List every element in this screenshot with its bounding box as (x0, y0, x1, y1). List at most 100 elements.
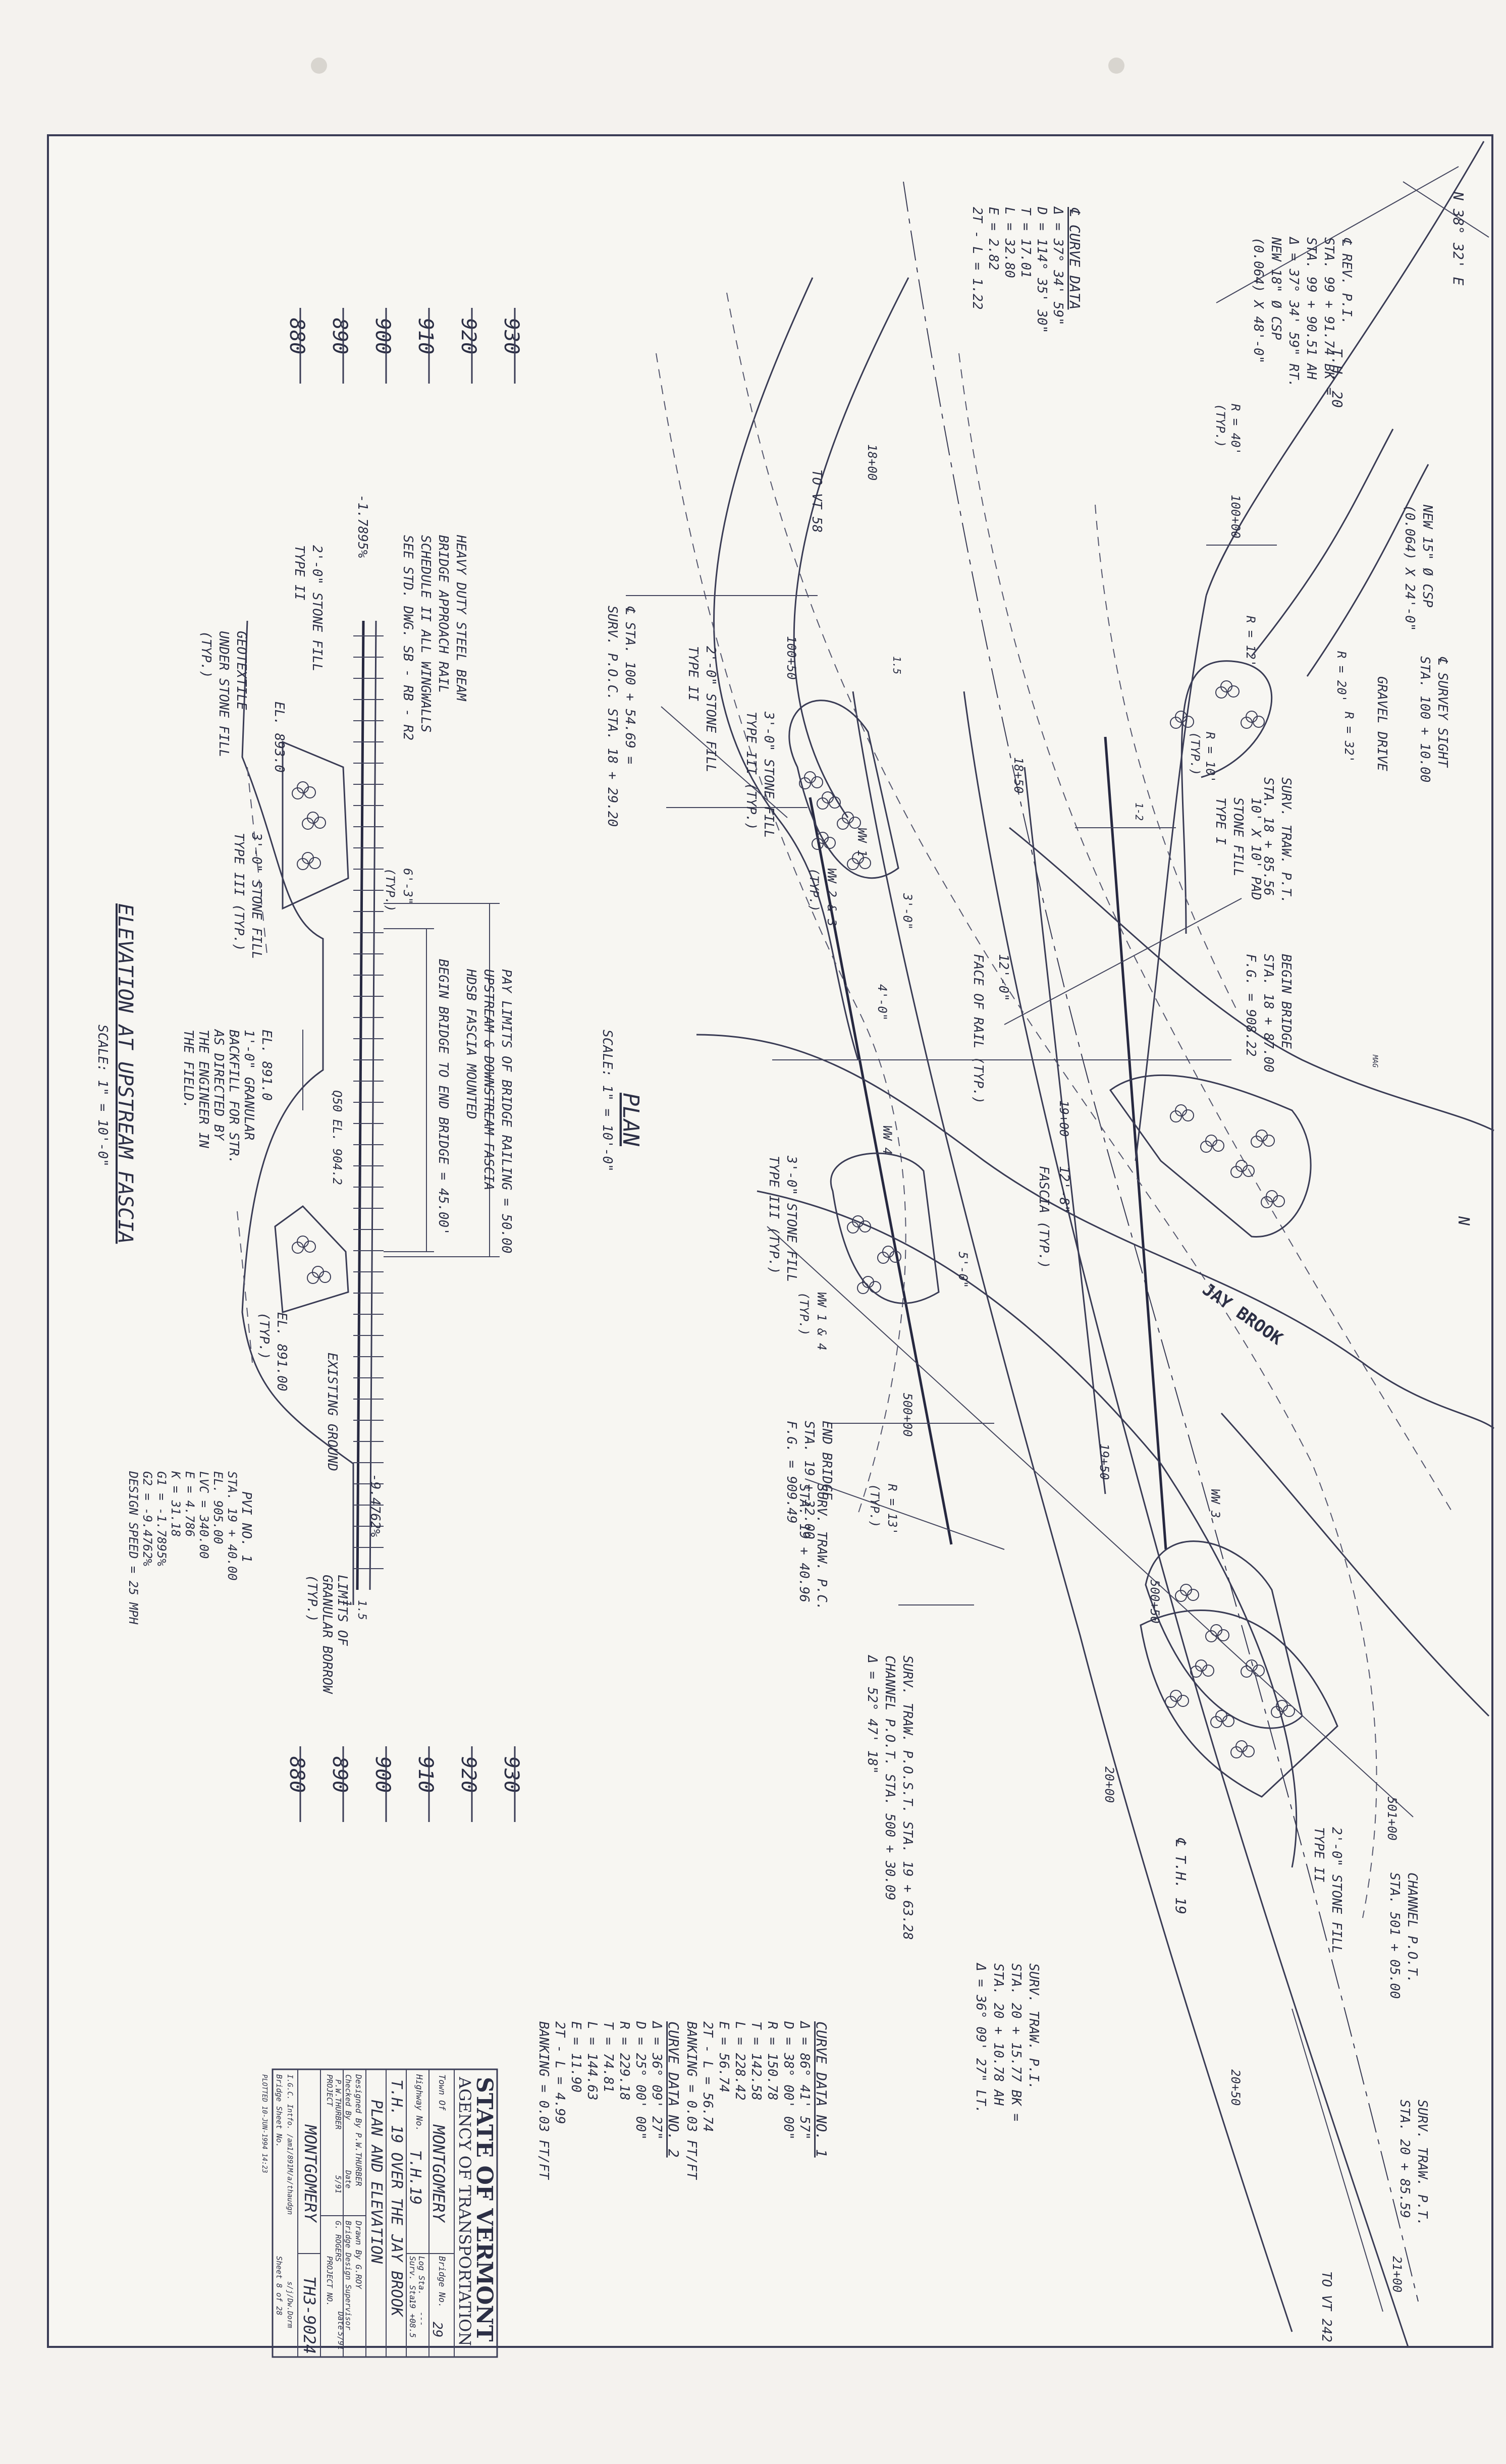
bridge-sheet-label: Bridge Sheet No. (275, 2074, 284, 2148)
road-edge-left (852, 691, 1293, 2332)
curve-data-1-line: D = 38° 00' 00" (781, 2021, 796, 2140)
leader-line (1004, 898, 1242, 1025)
curve-data-1-line: L = 228.42 (732, 2021, 747, 2101)
sta-1950: 19+50 (1097, 1443, 1111, 1480)
stone-mark (1200, 1141, 1212, 1153)
town-name: MONTGOMERY (429, 2124, 448, 2223)
stone-mark (1190, 1666, 1202, 1678)
scale-label: 890 (328, 1756, 351, 1793)
project-name: MONTGOMERY (301, 2124, 320, 2223)
scale-label: 910 (414, 1756, 437, 1793)
th19-label: ℄ T.H. 19 (1172, 1837, 1189, 1914)
sta-50000: 500+00 (900, 1393, 915, 1437)
gravel-drive-edge-2 (1306, 464, 1429, 677)
curve-data-2-line: 2T - L = 4.99 (552, 2021, 567, 2124)
th20-label: T.H. 20 (1329, 348, 1346, 408)
surv-pi-sta: STA. 20 + 15.77 BK = (1008, 1963, 1024, 2121)
stone-mark (817, 797, 829, 810)
bridge-deck-left (809, 797, 953, 1545)
leader-line (804, 1478, 1005, 1550)
curve-data-3-line: D = 114° 35' 30" (1034, 206, 1049, 333)
approach-curve-left (713, 277, 859, 1060)
file-path: I.G.C. Intfo. /am1/891M/a/thaudgn (286, 2074, 294, 2215)
stone-iii-t: TYPE III (TYP.) (231, 833, 246, 951)
to-vt58: TO VT 58 (809, 469, 824, 532)
profile-pvi-line: STA. 19 + 40.00 (225, 1471, 239, 1581)
profile-pvi-line: LVC = 340.00 (197, 1471, 211, 1559)
curve-data-2-line: BANKING = 0.03 FT/FT (536, 2021, 551, 2180)
ww4-label: WW 4 (880, 1126, 894, 1155)
surv-pt2: SURV. TRAW. P.T. (1415, 2100, 1430, 2226)
bridge-deck-profile (356, 620, 365, 1590)
date-label-1: Date (344, 2170, 353, 2188)
scale-label: 920 (457, 318, 480, 354)
project-label: PROJECT (325, 2074, 334, 2107)
title-state: STATE OF VERMONT (471, 2077, 497, 2342)
curve-data-2-header: CURVE DATA NO. 2 (665, 2021, 682, 2158)
csp-top-2: (0.064) X 24'-0" (1402, 505, 1417, 631)
ww3-label: WW 3 (1208, 1489, 1222, 1518)
channel-pot: CHANNEL P.O.T. STA. 500 + 30.09 (882, 1655, 897, 1900)
survey-sight-sta: STA. 100 + 10.00 (1417, 656, 1432, 782)
stone-mark (1283, 1705, 1295, 1717)
r12-label: R = 12' (1244, 616, 1258, 667)
stone-mark (1263, 1135, 1275, 1147)
granular-3: AS DIRECTED BY (211, 1029, 226, 1141)
plan-label-set: ℄ REV. P.I.STA. 99 + 91.74 BK =STA. 99 +… (605, 191, 1467, 2342)
stone-mark (1261, 1196, 1273, 1208)
elevation-scale: SCALE: 1" = 10'-0" (95, 1025, 110, 1167)
fascia-label: FASCIA (TYP.) (1036, 1166, 1051, 1269)
punch-hole (1108, 58, 1124, 74)
stone-mark (829, 796, 841, 809)
begin-bridge-fg: F.G. = 908.22 (1243, 954, 1258, 1057)
curve-data-1-lines: Δ = 86° 41' 57"D = 38° 00' 00"R = 150.78… (684, 2020, 812, 2180)
stone-mark (1241, 1666, 1253, 1678)
surv-pi: SURV. TRAW. P.I. (1026, 1963, 1041, 2090)
approach-curve-left-2 (793, 277, 909, 818)
heavy-steel-3: SCHEDULE II ALL WINGWALLS (418, 535, 433, 732)
begin-bridge: BEGIN BRIDGE (1278, 954, 1294, 1049)
stone-mark (1165, 1696, 1177, 1708)
rail-posts (353, 635, 384, 1569)
stone-mark (859, 857, 871, 869)
stone-mark (304, 786, 316, 798)
scale-label: 900 (371, 318, 394, 354)
gravel-drive: GRAVEL DRIVE (1374, 676, 1389, 771)
grade-left: -1.7895% (355, 495, 370, 558)
slope-15-label: 1.5 (891, 656, 903, 674)
stone-mark (1217, 1629, 1229, 1641)
stone-fill-profile-2 (274, 1205, 349, 1313)
stone-mark (292, 787, 304, 799)
stone-mark (811, 776, 823, 788)
stone-mark (297, 858, 309, 870)
granular-5: THE FIELD. (181, 1030, 196, 1109)
stone-mark (1182, 1109, 1194, 1121)
title-agency: AGENCY OF TRANSPORTATION (455, 2076, 474, 2346)
geotextile-3: (TYP.) (198, 631, 213, 678)
grading-line-4 (1095, 504, 1237, 1010)
pvi-header: PVI NO. 1 (239, 1491, 254, 1563)
type-iii-b: TYPE III (TYP.) (766, 1156, 781, 1274)
grade-right: -9.4762% (367, 1474, 383, 1537)
elevation-view: ELEVATION AT UPSTREAM FASCIA SCALE: 1" =… (95, 495, 514, 1694)
sta-2100: 21+00 (1390, 2256, 1404, 2292)
channel-delta: Δ = 52° 47' 18" (865, 1654, 880, 1774)
q50-label: Q50 EL. 904.2 (330, 1090, 344, 1185)
stone-mark (857, 1282, 869, 1294)
stone-fill-area (1109, 1074, 1312, 1238)
r40-label: R = 40' (1228, 404, 1243, 455)
stone-mark (302, 818, 314, 830)
rail-limits: PAY LIMITS OF BRIDGE RAILING = 50.00 (499, 969, 514, 1254)
stone-fill-area (788, 700, 899, 879)
stone-ii: 2'-0" STONE FILL (309, 545, 325, 671)
scale-label: 880 (285, 318, 308, 354)
surv-traw-pt: SURV. TRAW. P.T. (1278, 777, 1294, 903)
brook-bank-3 (757, 1190, 1298, 1868)
curve-data-3-line: T = 17.01 (1018, 207, 1033, 278)
checked-by: Checked By (344, 2074, 353, 2120)
curve-data-3-line: 2T - L = 1.22 (970, 207, 985, 310)
r32-label: R = 32' (1342, 712, 1356, 763)
scale-label: 900 (371, 1756, 394, 1793)
